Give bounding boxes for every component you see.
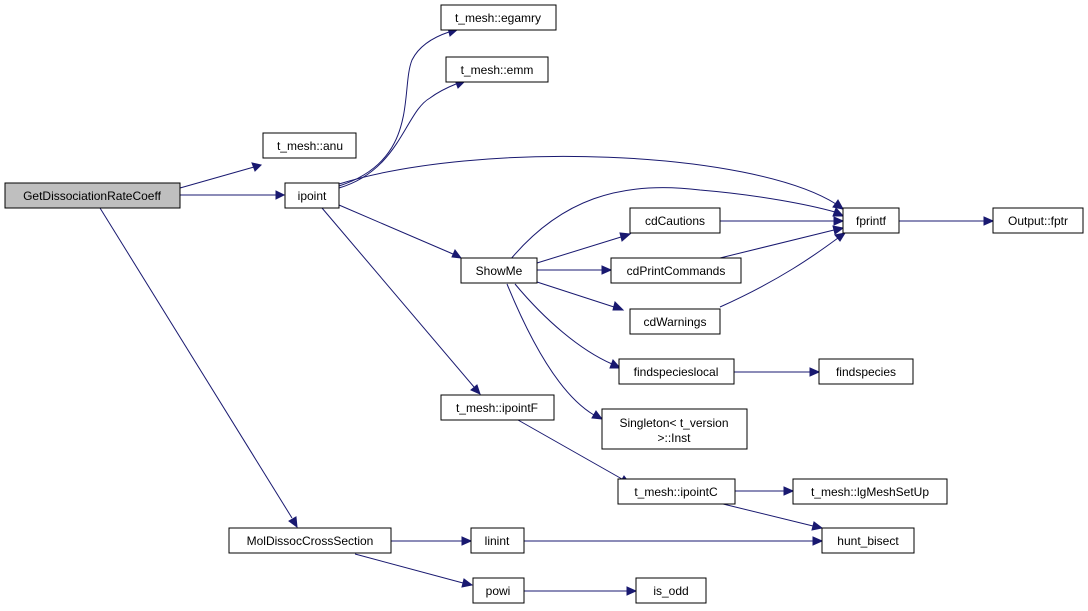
edge-ipoint-to-fprintf-top [338,155,844,210]
node-label: MolDissocCrossSection [247,534,374,548]
node-cdprintcommands[interactable]: cdPrintCommands [610,257,742,284]
node-t-mesh-lgmeshsetup[interactable]: t_mesh::lgMeshSetUp [792,478,948,505]
node-is-odd[interactable]: is_odd [635,577,707,604]
edge-ipointC-to-hunt [718,502,824,531]
edge-ipointC-to-lgmesh [735,486,795,496]
node-label: GetDissociationRateCoeff [23,189,162,203]
edge-showme-to-singleton [506,283,604,420]
node-label: hunt_bisect [837,534,899,548]
node-t-mesh-anu[interactable]: t_mesh::anu [262,132,357,159]
node-label: ipoint [298,189,327,203]
edge-ipoint-to-egamry [338,27,460,187]
node-findspecieslocal[interactable]: findspecieslocal [618,358,735,385]
edge-ipoint-to-emm [338,79,467,189]
node-mol-dissoc-cross-section[interactable]: MolDissocCrossSection [228,527,392,554]
node-label: is_odd [653,584,688,598]
edge-showme-to-fsl [514,283,622,369]
edge-root-to-ipoint [180,190,286,200]
node-cdwarnings[interactable]: cdWarnings [629,308,721,335]
edge-showme-to-cdCautions [536,232,632,264]
edge-ipoint-to-showme [338,204,463,259]
node-label: t_mesh::lgMeshSetUp [811,485,929,499]
node-label: t_mesh::ipointF [456,401,538,415]
node-label: t_mesh::ipointC [634,485,718,499]
node-label: cdPrintCommands [627,264,726,278]
node-label: t_mesh::anu [277,139,343,153]
node-label: findspecieslocal [634,365,719,379]
edge-cdPrint-to-fprintf [719,225,845,259]
edge-showme-to-fprintf [509,187,845,261]
node-output-fptr[interactable]: Output::fptr [992,207,1084,234]
node-label: cdCautions [645,214,705,228]
nodes: GetDissociationRateCoeff t_mesh::anu ipo… [4,4,1084,604]
node-label: Output::fptr [1008,214,1068,228]
node-label: fprintf [856,214,887,228]
edge-ipoint-to-ipointF [321,207,481,395]
node-hunt-bisect[interactable]: hunt_bisect [821,527,915,554]
edge-molx-to-powi [354,553,474,588]
edge-root-to-molx [99,207,298,529]
edge-showme-to-cdPrint [537,265,613,275]
edge-cdCautions-to-fprintf [720,216,845,226]
node-label-line2: >::Inst [657,431,691,445]
edge-molx-to-linint [391,536,473,546]
node-showme[interactable]: ShowMe [460,257,538,284]
edges [99,27,995,596]
edge-fsl-to-findspecies [734,367,821,377]
node-t-mesh-emm[interactable]: t_mesh::emm [445,56,549,83]
node-label: findspecies [836,365,896,379]
node-t-mesh-egamry[interactable]: t_mesh::egamry [440,4,557,31]
edge-root-to-anu [179,162,262,189]
node-t-mesh-ipointc[interactable]: t_mesh::ipointC [617,478,736,505]
node-cdcautions[interactable]: cdCautions [629,207,721,234]
node-label: ShowMe [476,264,523,278]
node-label: t_mesh::emm [461,63,534,77]
node-label: linint [485,534,510,548]
node-label: powi [486,584,511,598]
node-linint[interactable]: linint [470,527,525,554]
edge-cdWarnings-to-fprintf [719,232,847,308]
node-label: t_mesh::egamry [455,11,541,25]
node-get-dissociation-rate-coeff[interactable]: GetDissociationRateCoeff [4,182,181,209]
node-t-mesh-ipointf[interactable]: t_mesh::ipointF [440,394,555,421]
edge-powi-to-is_odd [524,586,638,596]
node-fprintf[interactable]: fprintf [842,207,900,234]
edge-fprintf-to-fptr [899,216,995,226]
edge-showme-to-cdWarnings [536,281,625,311]
node-powi[interactable]: powi [472,577,525,604]
node-ipoint[interactable]: ipoint [284,182,340,209]
edge-linint-to-hunt [524,536,824,546]
node-findspecies[interactable]: findspecies [818,358,914,385]
node-label-line1: Singleton< t_version [619,416,728,430]
node-singleton-inst[interactable]: Singleton< t_version >::Inst [601,408,748,450]
node-label: cdWarnings [644,315,707,329]
